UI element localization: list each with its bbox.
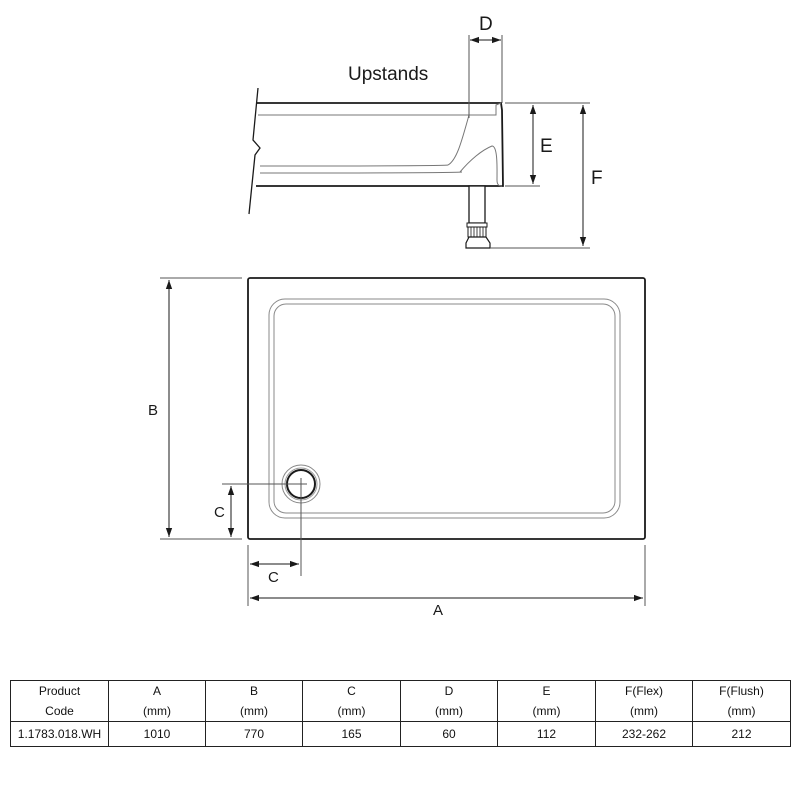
dimension-label-c-vertical: C bbox=[214, 504, 225, 521]
tray-side-outline bbox=[256, 102, 504, 187]
dimension-label-f: F bbox=[591, 168, 603, 189]
cell-a: 1010 bbox=[108, 721, 206, 747]
cell-product-code: 1.1783.018.WH bbox=[10, 721, 109, 747]
header-b: B(mm) bbox=[205, 680, 303, 722]
adjustable-leg bbox=[465, 185, 491, 249]
header-e: E(mm) bbox=[497, 680, 596, 722]
dimension-label-b: B bbox=[148, 402, 158, 419]
cell-c: 165 bbox=[302, 721, 401, 747]
cell-d: 60 bbox=[400, 721, 498, 747]
cell-e: 112 bbox=[497, 721, 596, 747]
header-f-flex: F(Flex)(mm) bbox=[595, 680, 693, 722]
technical-drawing: Upstands D E F bbox=[148, 14, 646, 619]
tray-outline bbox=[247, 277, 646, 540]
cell-b: 770 bbox=[205, 721, 303, 747]
dimension-label-e: E bbox=[540, 136, 553, 157]
cell-f-flush: 212 bbox=[692, 721, 791, 747]
cell-f-flex: 232-262 bbox=[595, 721, 693, 747]
header-d: D(mm) bbox=[400, 680, 498, 722]
upstands-title: Upstands bbox=[348, 64, 428, 85]
table-row: 1.1783.018.WH 1010 770 165 60 112 232-26… bbox=[10, 721, 791, 747]
dimension-label-c-horizontal: C bbox=[268, 569, 279, 586]
dimension-label-d: D bbox=[479, 14, 493, 35]
plan-view: B C C A bbox=[148, 277, 646, 619]
dimension-label-a: A bbox=[433, 602, 443, 619]
side-view: Upstands D E F bbox=[248, 14, 603, 249]
break-line bbox=[248, 87, 261, 215]
tray-inner-rim-outer bbox=[268, 298, 621, 519]
header-f-flush: F(Flush)(mm) bbox=[692, 680, 791, 722]
header-a: A(mm) bbox=[108, 680, 206, 722]
tray-inner-rim-inner bbox=[273, 303, 616, 514]
header-c: C(mm) bbox=[302, 680, 401, 722]
